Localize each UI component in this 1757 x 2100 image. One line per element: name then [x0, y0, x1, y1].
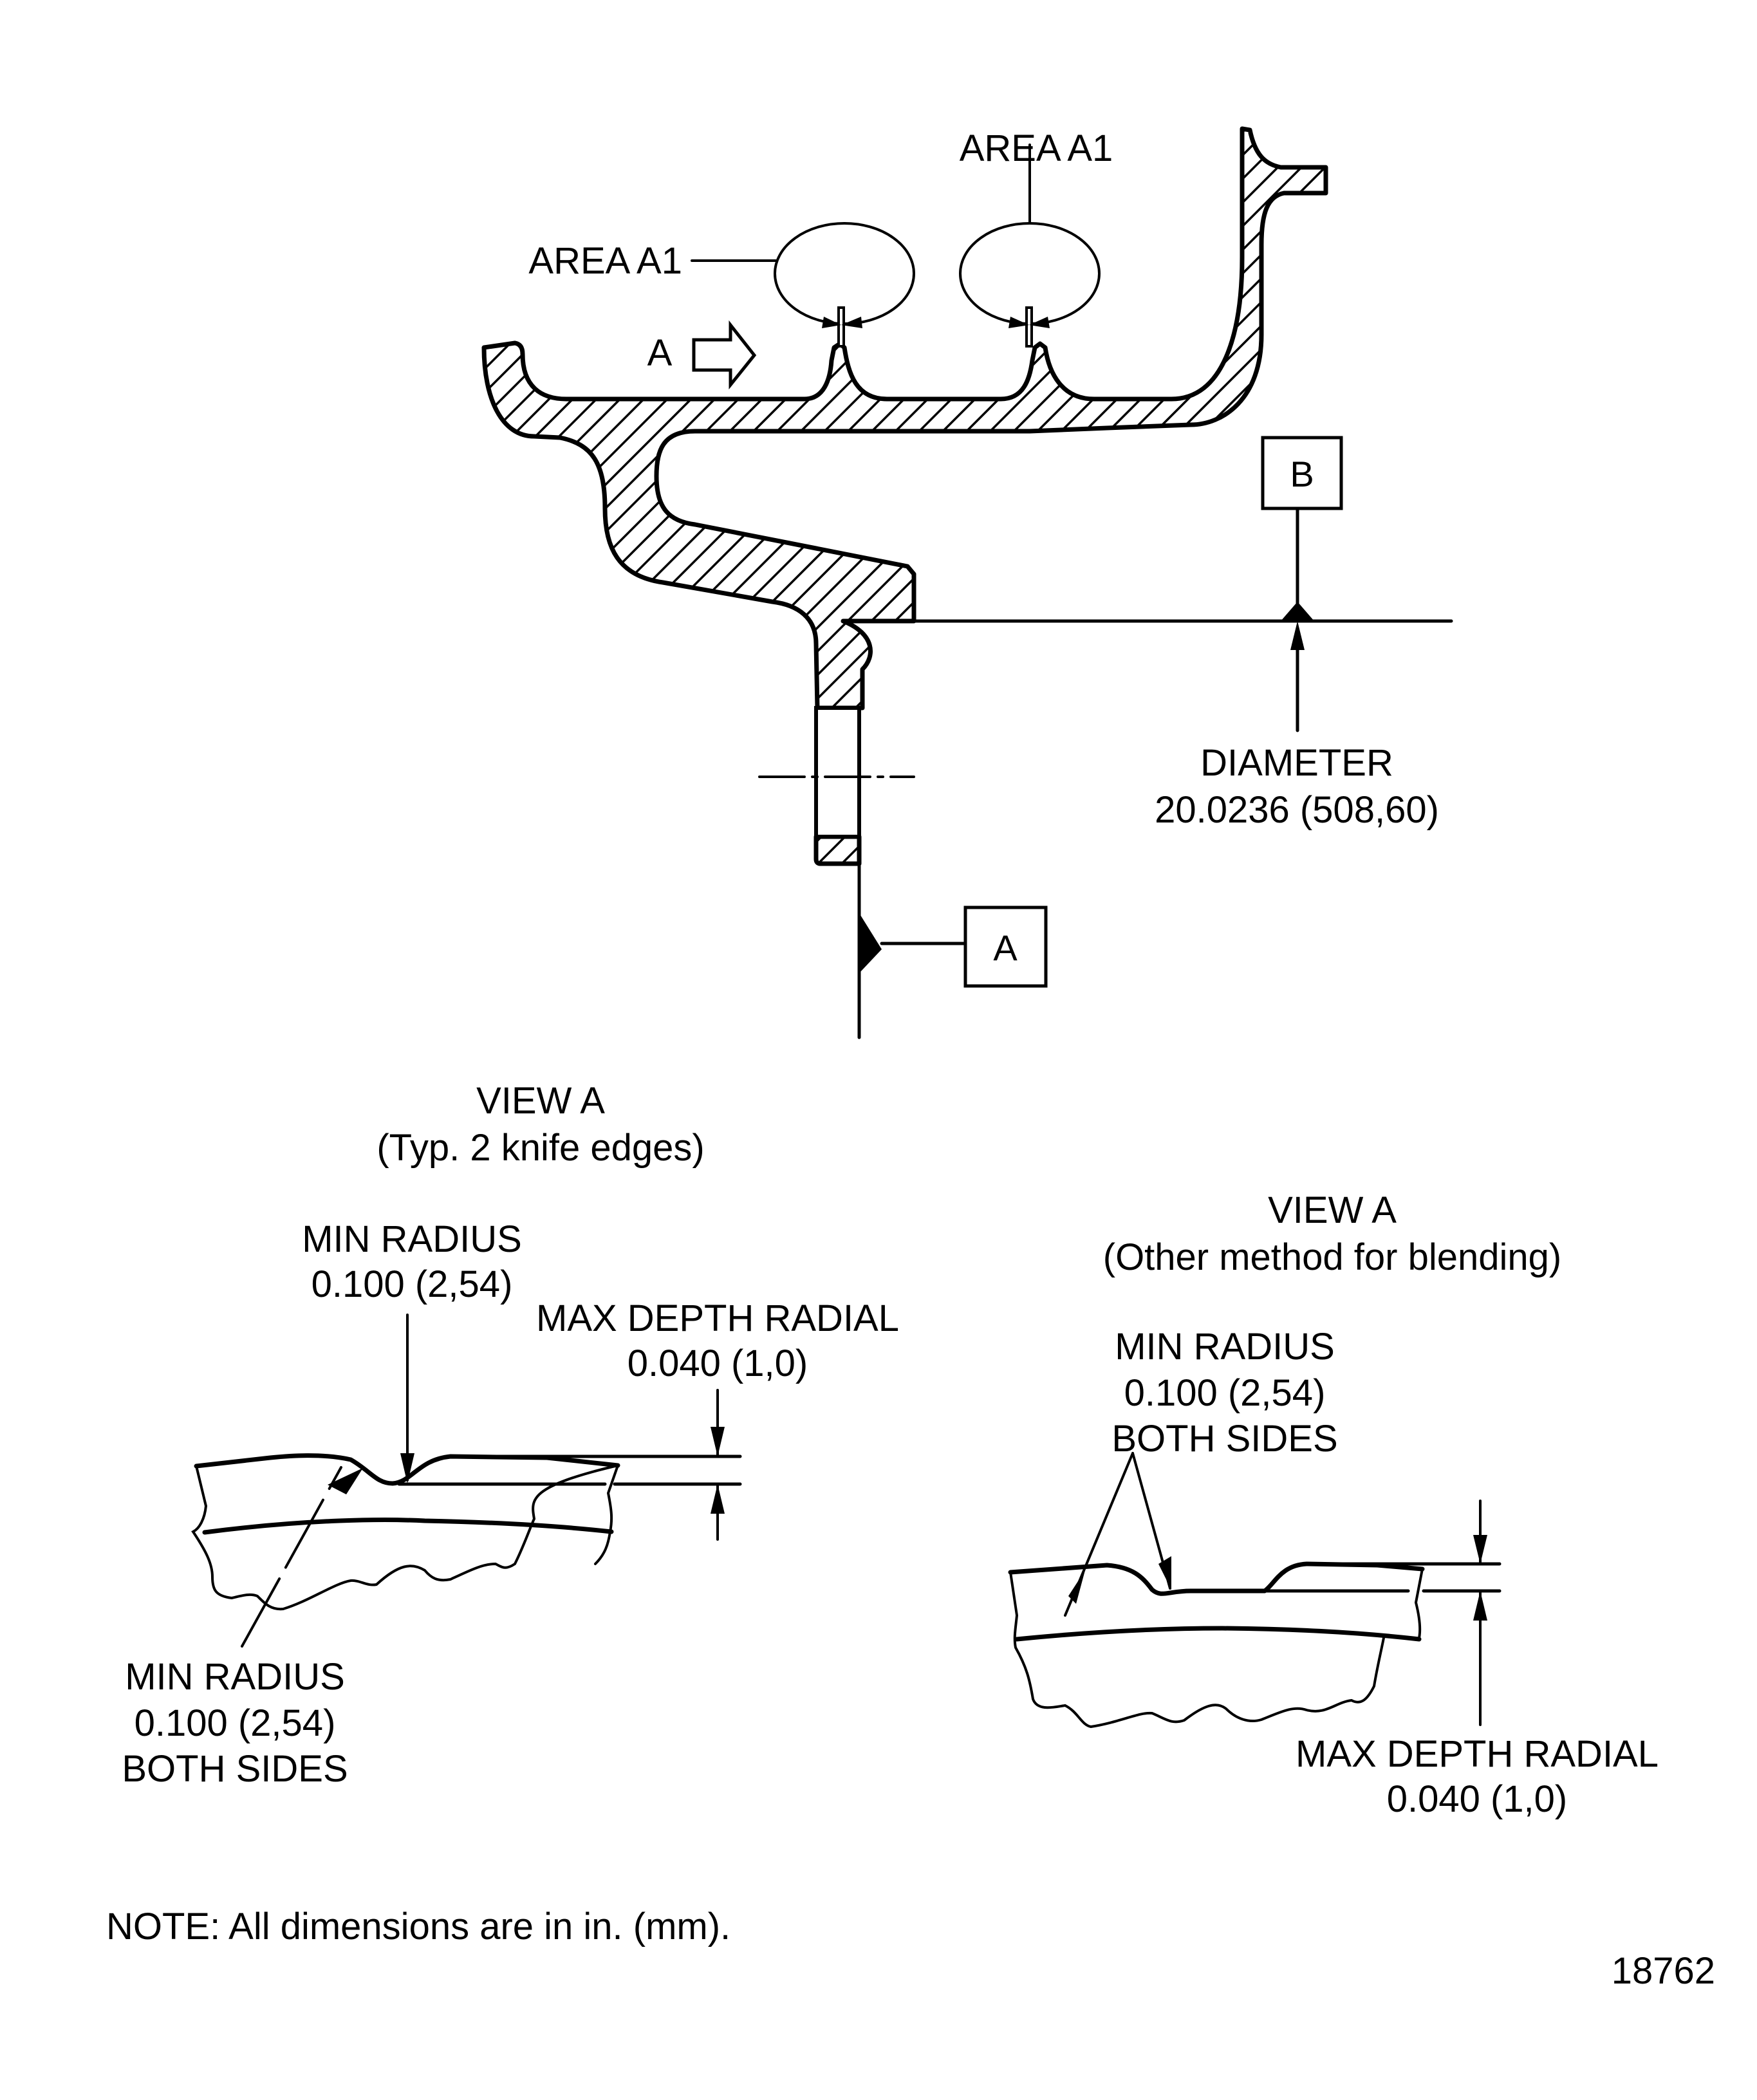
view-a-knife-subtitle: (Typ. 2 knife edges): [376, 1127, 704, 1169]
blade-fragment-right-edge: [594, 1464, 619, 1565]
arrowhead-icon: [1158, 1556, 1171, 1590]
blade-inner-line: [202, 1518, 614, 1535]
other-min-radius-line3: BOTH SIDES: [1111, 1418, 1337, 1460]
arrowhead-icon: [711, 1484, 725, 1514]
view-a-arrow-label: A: [647, 332, 673, 374]
datum-a-box: [963, 906, 1048, 988]
area-a1-label-left: AREA A1: [528, 240, 682, 282]
other-min-radius-line1: MIN RADIUS: [1115, 1326, 1335, 1368]
datum-triangle-icon: [1281, 602, 1314, 621]
datum-b-label: B: [1290, 454, 1314, 494]
min-radius-bottom-leader: [241, 1466, 342, 1648]
min-radius-bottom-line3: BOTH SIDES: [122, 1748, 348, 1790]
hollow-arrow-right-icon: [692, 320, 757, 390]
max-depth-line2: 0.040 (1,0): [628, 1343, 808, 1384]
other-max-depth-line1: MAX DEPTH RADIAL: [1296, 1733, 1659, 1775]
min-radius-bottom-line2: 0.100 (2,54): [135, 1702, 336, 1744]
other-max-depth-line2: 0.040 (1,0): [1387, 1778, 1568, 1820]
view-a-knife-edges: VIEW A (Typ. 2 knife edges) MIN RADIUS 0…: [122, 1080, 899, 1790]
datum-b-box: [1261, 436, 1343, 510]
datum-triangle-icon: [860, 915, 882, 972]
min-radius-top-line1: MIN RADIUS: [302, 1218, 522, 1260]
other-blade-right-edge: [1414, 1568, 1424, 1639]
view-a-other-subtitle: (Other method for blending): [1103, 1236, 1561, 1278]
arrowhead-icon: [1029, 317, 1050, 328]
area-a1-label-top: AREA A1: [960, 127, 1113, 169]
arrowhead-icon: [711, 1427, 725, 1456]
arrowhead-icon: [1473, 1591, 1487, 1621]
knife-edge-left: [837, 306, 845, 348]
bolt-hole: [814, 706, 861, 839]
rim-section: [481, 126, 1328, 711]
view-a-other-title: VIEW A: [1268, 1189, 1397, 1231]
datum-b-callout: B DIAMETER 20.0236 (508,60): [1155, 436, 1439, 831]
figure-number: 18762: [1612, 1950, 1715, 1992]
min-radius-bottom-line1: MIN RADIUS: [125, 1656, 345, 1698]
view-a-indicator: A: [647, 320, 757, 390]
flange-lower-stub: [813, 834, 862, 866]
arrowhead-icon: [841, 317, 862, 328]
blade-fragment-outline: [191, 1464, 619, 1611]
area-a1-callouts: AREA A1 AREA A1: [528, 127, 1113, 348]
other-blade-outline: [1009, 1571, 1385, 1729]
diameter-title: DIAMETER: [1200, 742, 1393, 784]
arrowhead-icon: [1473, 1535, 1487, 1564]
view-a-knife-title: VIEW A: [476, 1080, 605, 1122]
max-depth-line1: MAX DEPTH RADIAL: [536, 1297, 899, 1339]
arrowhead-icon: [1290, 621, 1305, 650]
blade-fragment-top: [194, 1453, 620, 1486]
other-min-radius-line2: 0.100 (2,54): [1124, 1372, 1326, 1414]
arrowhead-icon: [822, 317, 841, 328]
datum-a-label: A: [993, 927, 1018, 968]
seal-cross-section: [481, 126, 1453, 1039]
view-a-other-method: VIEW A (Other method for blending) MIN R…: [1008, 1189, 1659, 1820]
diameter-value: 20.0236 (508,60): [1155, 789, 1439, 831]
min-radius-top-line2: 0.100 (2,54): [311, 1263, 513, 1305]
knife-edge-right: [1025, 306, 1033, 348]
arrowhead-icon: [1068, 1570, 1085, 1604]
arrowhead-icon: [400, 1453, 414, 1483]
other-blade-inner-line: [1014, 1626, 1422, 1642]
arrowhead-icon: [1009, 317, 1029, 328]
datum-a-callout: A: [860, 906, 1048, 988]
arrowhead-icon: [328, 1468, 363, 1494]
dimension-note: NOTE: All dimensions are in in. (mm).: [106, 1906, 730, 1947]
other-blade-top: [1008, 1561, 1425, 1596]
